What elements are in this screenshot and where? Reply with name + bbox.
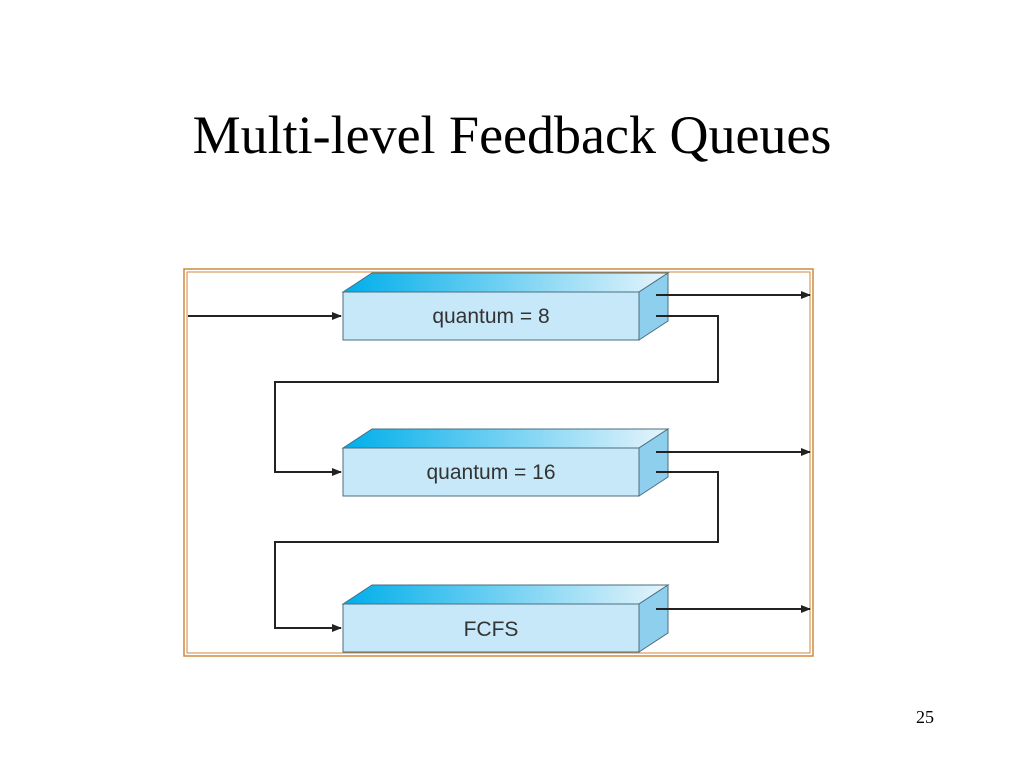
queue-1-box: quantum = 8 (341, 272, 670, 341)
queue-3-label: FCFS (464, 618, 519, 641)
queue-1-label: quantum = 8 (432, 305, 549, 328)
diagram-frame (183, 268, 814, 657)
queue-1-to-queue-2-arrow (274, 315, 719, 476)
queue-2-to-queue-3-arrow (274, 471, 719, 632)
queue-2-box: quantum = 16 (341, 428, 670, 497)
page-number: 25 (916, 707, 934, 727)
queue-2-label: quantum = 16 (426, 461, 555, 484)
slide-title: Multi-level Feedback Queues (192, 105, 832, 165)
queue-3-box: FCFS (341, 584, 670, 653)
